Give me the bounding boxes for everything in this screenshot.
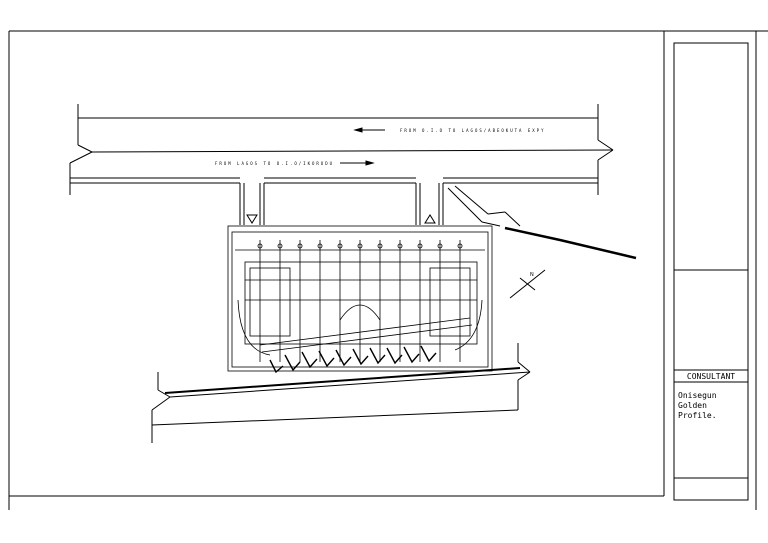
road-label-top: FROM O.I.O TO LAGOS/ABEOKUTA EXPY [400,128,545,133]
north-arrow [509,269,546,299]
lower-road [151,343,531,443]
consultant-heading: CONSULTANT [686,372,736,381]
sheet-frame [8,30,768,510]
road-label-lower: FROM LAGOS TO O.I.O/IKORODU [215,161,334,166]
north-label: N [530,272,534,278]
access-road [447,185,637,260]
upper-road [69,104,614,225]
consultant-name: Onisegun Golden Profile. [678,391,717,420]
site-plan [227,225,493,372]
title-block [673,42,749,501]
parking-bays [269,345,437,374]
